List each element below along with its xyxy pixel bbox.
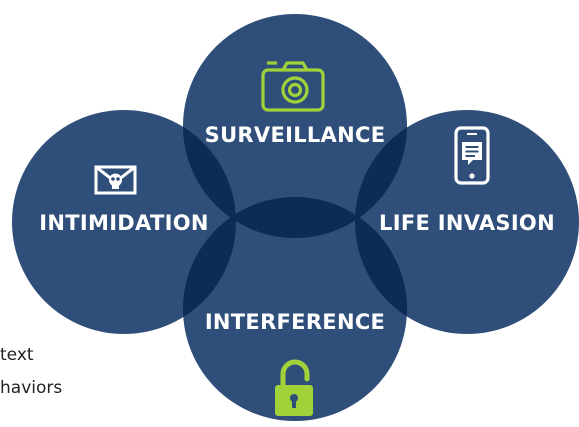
partial-text-line-2: haviors [0,378,63,398]
skull-envelope-icon [94,165,137,195]
circle-intimidation [12,110,236,334]
circle-surveillance [183,14,407,238]
circle-interference [183,197,407,421]
label-interference: INTERFERENCE [204,310,386,334]
label-surveillance: SURVEILLANCE [204,123,386,147]
circle-life-invasion [355,110,579,334]
smartphone-message-icon [454,126,490,185]
label-intimidation: INTIMIDATION [39,211,209,235]
camera-icon [261,61,325,112]
unlocked-padlock-icon [275,359,313,416]
label-life-invasion: LIFE INVASION [379,211,555,235]
partial-text-line-1: text [0,345,34,365]
